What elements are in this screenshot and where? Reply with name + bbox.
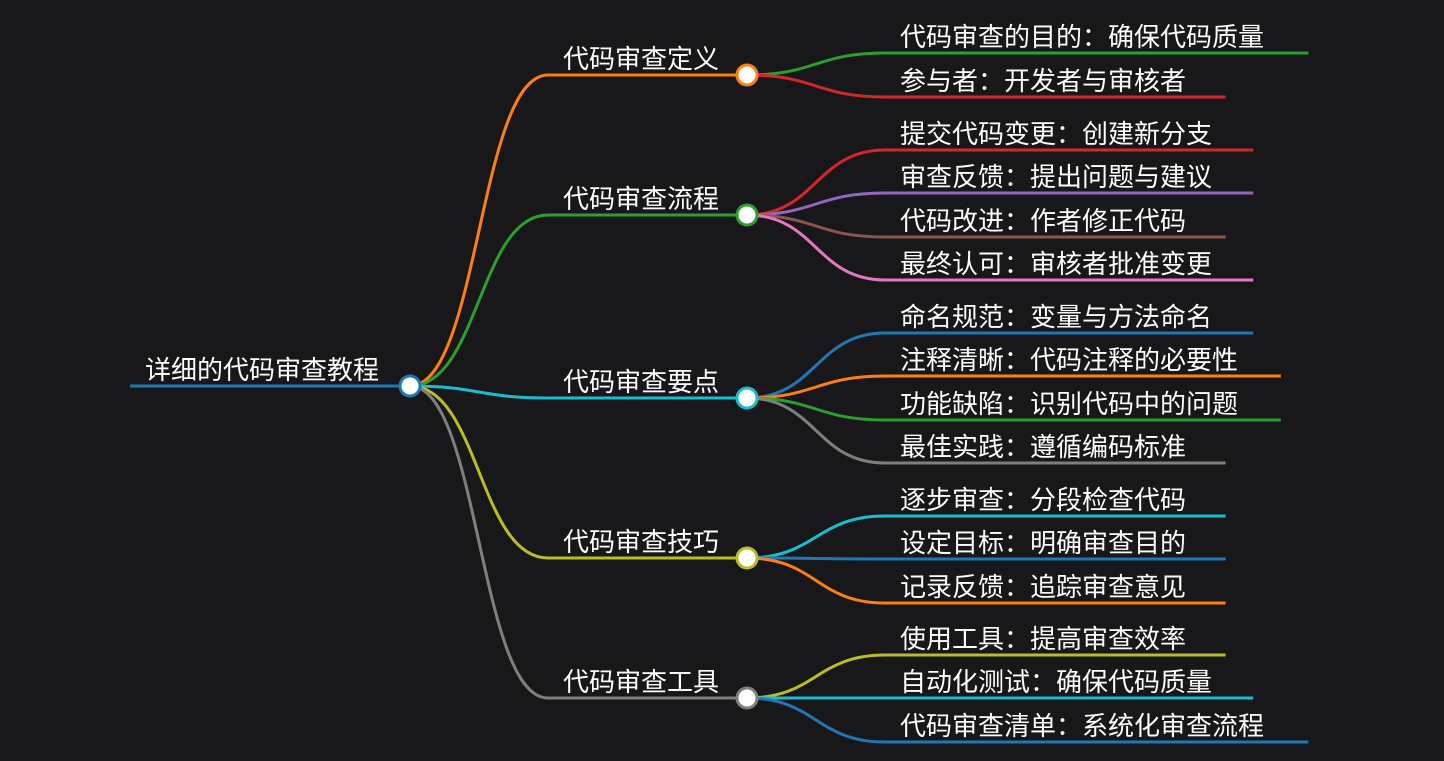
edge-root-to-branch (409, 384, 549, 700)
branch-label: 代码审查定义 (563, 45, 719, 75)
branch-label: 代码审查工具 (563, 668, 719, 698)
leaf-label: 代码审查清单：系统化审查流程 (900, 712, 1264, 742)
leaf-label: 逐步审查：分段检查代码 (900, 486, 1186, 516)
branch-node-dot[interactable] (735, 686, 759, 710)
branch-label: 代码审查要点 (563, 368, 719, 398)
leaf-label: 功能缺陷：识别代码中的问题 (900, 390, 1238, 420)
branch-label: 代码审查流程 (563, 185, 719, 215)
underline-layer (130, 51, 1309, 744)
edge-branch-to-leaf (746, 213, 886, 282)
leaf-label: 审查反馈：提出问题与建议 (900, 163, 1212, 193)
leaf-label: 自动化测试：确保代码质量 (900, 668, 1212, 698)
edge-branch-to-leaf (746, 191, 886, 217)
leaf-label: 设定目标：明确审查目的 (900, 529, 1186, 559)
leaf-label: 提交代码变更：创建新分支 (900, 120, 1212, 150)
branch-node-dot[interactable] (735, 203, 759, 227)
leaf-label: 最佳实践：遵循编码标准 (900, 433, 1186, 463)
leaf-label: 参与者：开发者与审核者 (900, 67, 1186, 97)
edge-branch-to-leaf (746, 374, 886, 400)
leaf-label: 注释清晰：代码注释的必要性 (900, 346, 1238, 376)
edge-branch-to-leaf (746, 73, 886, 99)
leaf-label: 命名规范：变量与方法命名 (900, 303, 1212, 333)
root-label: 详细的代码审查教程 (145, 356, 379, 386)
branch-node-dot[interactable] (735, 386, 759, 410)
edge-branch-to-leaf (746, 331, 886, 400)
branch-label: 代码审查技巧 (563, 528, 719, 558)
leaf-label: 使用工具：提高审查效率 (900, 625, 1186, 655)
leaf-label: 代码审查的目的：确保代码质量 (900, 23, 1264, 53)
branch-node-dot[interactable] (735, 63, 759, 87)
edge-root-to-branch (409, 384, 549, 400)
edge-branch-to-leaf (746, 653, 886, 700)
leaf-label: 记录反馈：追踪审查意见 (900, 573, 1186, 603)
edge-root-to-branch (409, 384, 549, 560)
edge-root-to-branch (409, 73, 549, 388)
node-dot-layer (398, 63, 759, 710)
leaf-label: 最终认可：审核者批准变更 (900, 250, 1212, 280)
edge-branch-to-leaf (746, 396, 886, 465)
edge-layer (409, 51, 886, 744)
edge-branch-to-leaf (746, 696, 886, 744)
edge-root-to-branch (409, 213, 549, 388)
leaf-label: 代码改进：作者修正代码 (900, 207, 1186, 237)
root-node-dot[interactable] (398, 374, 422, 398)
edge-branch-to-leaf (746, 148, 886, 217)
branch-node-dot[interactable] (735, 546, 759, 570)
edge-branch-to-leaf (746, 556, 886, 605)
edge-branch-to-leaf (746, 514, 886, 560)
edge-branch-to-leaf (746, 51, 886, 77)
label-layer: 详细的代码审查教程 代码审查定义 代码审查的目的：确保代码质量参与者：开发者与审核者… (145, 23, 1264, 742)
